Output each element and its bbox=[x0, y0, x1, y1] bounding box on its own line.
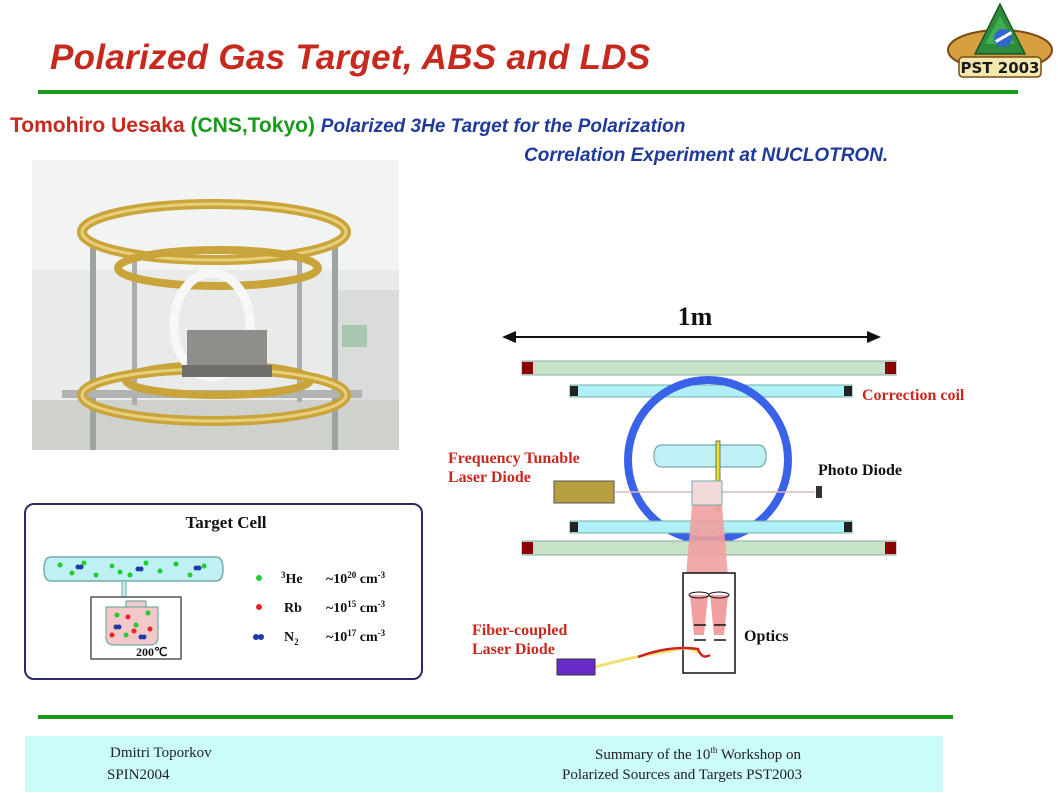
laser-diode-label-1: Frequency Tunable bbox=[448, 450, 580, 467]
footer-conference: SPIN2004 bbox=[107, 767, 170, 783]
footer: Dmitri Toporkov SPIN2004 Summary of the … bbox=[25, 736, 943, 792]
logo-text: PST 2003 bbox=[961, 59, 1040, 77]
rb-exp: 15 bbox=[347, 599, 357, 609]
title-underline bbox=[38, 90, 1018, 94]
correction-coil-label: Correction coil bbox=[862, 387, 965, 404]
rb-approx: ~10 bbox=[326, 601, 347, 616]
laser-diode-label-2: Laser Diode bbox=[448, 469, 531, 486]
fiber-laser-label-2: Laser Diode bbox=[472, 641, 555, 658]
svg-text:~1020 cm-3: ~1020 cm-3 bbox=[326, 570, 386, 587]
rb-symbol: Rb bbox=[284, 601, 302, 616]
footer-rule bbox=[38, 715, 953, 719]
he-mass: 3 bbox=[281, 570, 286, 580]
target-cell-heading: Target Cell bbox=[185, 513, 266, 532]
photo-diode-label: Photo Diode bbox=[818, 462, 902, 479]
he-exp: 20 bbox=[347, 570, 357, 580]
author-institution: (CNS,Tokyo) bbox=[190, 114, 315, 137]
rb-unit: cm bbox=[356, 601, 378, 616]
n2-unit-exp: -3 bbox=[378, 628, 386, 638]
scale-label: 1m bbox=[678, 302, 713, 331]
footer-summary-line2: Polarized Sources and Targets PST2003 bbox=[562, 767, 803, 783]
he-symbol: He bbox=[286, 572, 303, 587]
svg-text:N2: N2 bbox=[284, 630, 299, 647]
he-approx: ~10 bbox=[326, 572, 347, 587]
talk-title-line2: Correlation Experiment at NUCLOTRON. bbox=[524, 145, 889, 166]
svg-text:3He: 3He bbox=[281, 570, 303, 587]
talk-title-line1: Polarized 3He Target for the Polarizatio… bbox=[320, 116, 686, 137]
n2-exp: 17 bbox=[347, 628, 357, 638]
he-unit: cm bbox=[356, 572, 378, 587]
optics-label: Optics bbox=[744, 628, 788, 645]
n2-approx: ~10 bbox=[326, 630, 347, 645]
slide-title: Polarized Gas Target, ABS and LDS bbox=[50, 38, 651, 77]
target-cell-panel: Target Cell 200℃ 3He bbox=[24, 503, 423, 680]
author-name: Tomohiro Uesaka bbox=[10, 114, 185, 137]
pst2003-logo: PST 2003 bbox=[947, 2, 1053, 78]
rb-unit-exp: -3 bbox=[378, 599, 386, 609]
apparatus-photo bbox=[32, 160, 399, 450]
setup-schematic: 1m Correction coil Frequency Tunable Las… bbox=[448, 302, 965, 676]
n2-symbol: N bbox=[284, 630, 294, 645]
cell-temperature: 200℃ bbox=[136, 645, 167, 659]
n2-sub: 2 bbox=[294, 637, 299, 647]
target-cell-diagram: Target Cell 200℃ 3He bbox=[43, 513, 386, 660]
svg-text:~1015 cm-3: ~1015 cm-3 bbox=[326, 599, 386, 616]
svg-text:~1017 cm-3: ~1017 cm-3 bbox=[326, 628, 386, 645]
fiber-laser-label-1: Fiber-coupled bbox=[472, 622, 568, 639]
footer-presenter: Dmitri Toporkov bbox=[110, 745, 212, 761]
n2-unit: cm bbox=[356, 630, 378, 645]
author-line: Tomohiro Uesaka (CNS,Tokyo) Polarized 3H… bbox=[10, 114, 685, 138]
footer-summary-line1: Summary of the 10th Workshop on bbox=[595, 745, 801, 763]
he-unit-exp: -3 bbox=[378, 570, 386, 580]
